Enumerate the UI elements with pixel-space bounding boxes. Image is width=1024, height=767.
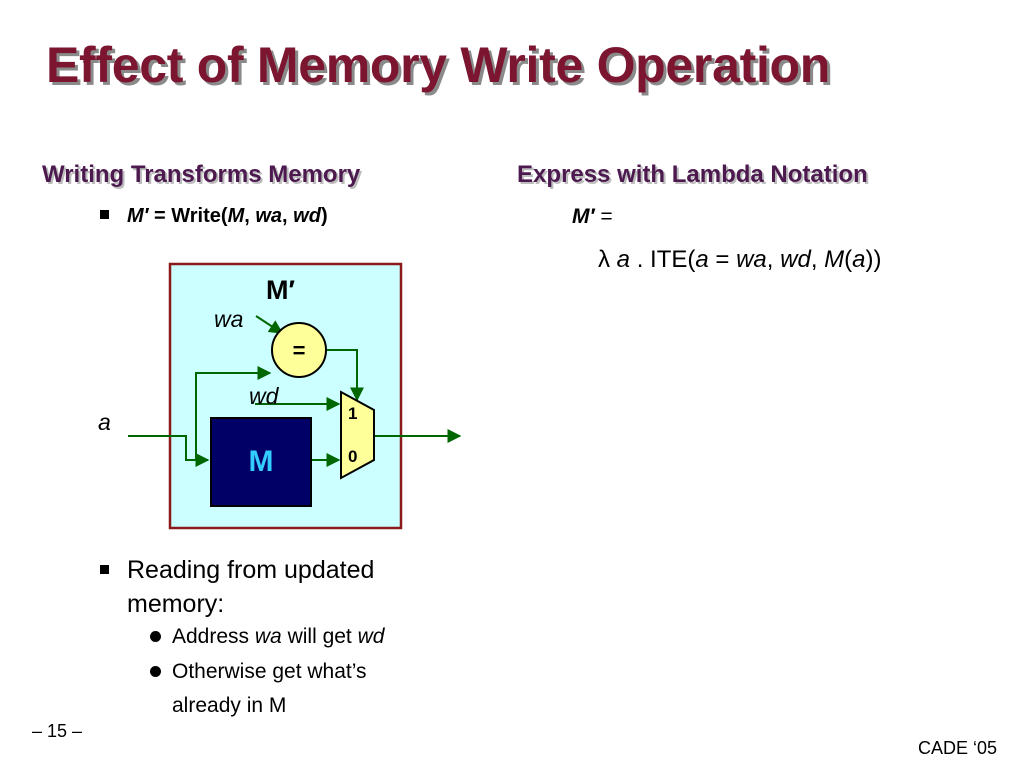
wire-wa [255,315,284,334]
wire-a-to-memory [128,435,210,467]
ite-paren-open: ( [844,246,853,273]
write-eq-arg-m: M [227,205,245,227]
sub1-wd: wd [357,625,385,648]
sub-bullet-address: Address wa will get wd [150,620,384,654]
write-eq-arg-wd: wd [293,205,321,227]
conference-label: CADE ‘05 [918,738,998,758]
multiplexer [340,390,375,480]
mux-input-1-label: 1 [348,404,357,423]
lambda-var: a [616,246,631,273]
updated-memory-label: M′ [266,275,295,305]
sub-bullet-otherwise: Otherwise get what’s already in M [150,655,422,723]
right-heading: Express with Lambda Notation [517,161,868,188]
ite-cond-wa: wa [736,246,767,273]
lambda-eq-equals: = [594,205,613,228]
lambda-equation-lhs: M′ = [572,205,613,229]
comparator-label: = [293,338,306,363]
sub2-text: Otherwise get what’s already in M [172,660,367,717]
write-equation-bullet: M′ = Write( M , wa , wd ) [100,205,328,228]
ite-open: . ITE( [630,246,696,273]
write-eq-equals: = Write( [148,205,228,227]
memory-block-label: M [249,445,274,478]
a-label: a [98,409,111,435]
square-bullet-icon [100,565,109,574]
sub1-wa: wa [254,625,282,648]
wire-a-to-comparator [195,366,272,460]
slide-title: Effect of Memory Write Operation [46,37,831,93]
lambda-equation-rhs: λ a . ITE( a = wa , wd , M ( a )) [598,246,882,274]
reading-bullet-text: Reading from updated memory: [127,556,375,618]
lambda-symbol: λ [598,246,610,273]
wa-label: wa [214,306,243,332]
ite-comma: , [810,246,825,273]
round-bullet-icon [150,666,161,677]
mux-input-0-label: 0 [348,447,357,466]
ite-wd: wd [780,246,811,273]
ite-cond-a: a [695,246,709,273]
write-eq-comma: , [282,205,294,227]
ite-comma: , [766,246,781,273]
round-bullet-icon [150,631,161,642]
write-eq-close: ) [320,205,328,227]
ite-cond-eq: = [708,246,737,273]
write-eq-arg-wa: wa [255,205,283,227]
comparator-circle [271,322,327,378]
ite-m: M [824,246,845,273]
square-bullet-icon [100,210,109,219]
sub1-pre: Address [172,625,255,648]
ite-close: )) [865,246,882,273]
left-heading: Writing Transforms Memory [42,161,361,188]
memory-block [210,417,312,507]
write-eq-comma: , [244,205,256,227]
reading-bullet: Reading from updated memory: [100,553,427,621]
lambda-eq-lhs: M′ [572,205,595,228]
wire-comparator-to-mux [326,349,364,402]
sub1-mid: will get [281,625,358,648]
wd-label: wd [249,383,280,409]
ite-m-arg: a [852,246,866,273]
write-eq-lhs: M′ [127,205,149,227]
page-number: – 15 – [32,721,83,741]
